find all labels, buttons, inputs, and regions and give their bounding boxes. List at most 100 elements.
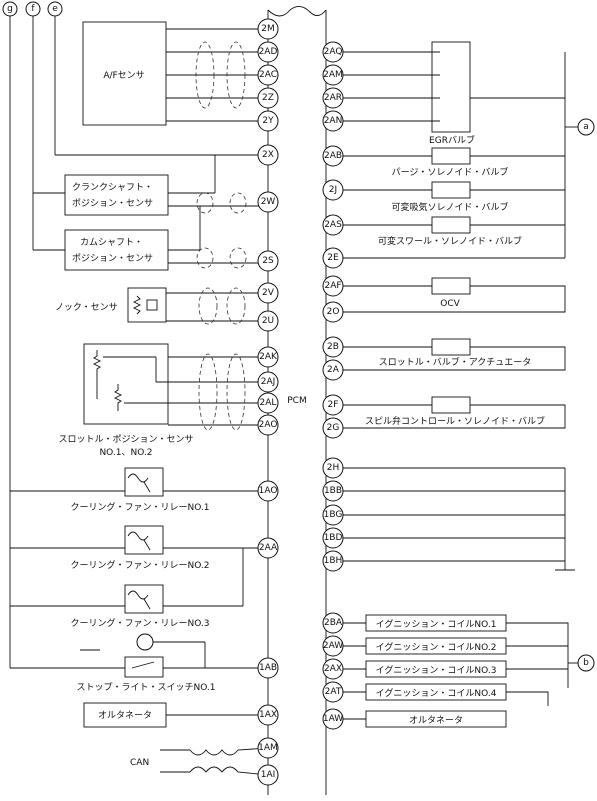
alternator-right-label: オルタネータ [409,715,463,726]
fan-relay-3-label: クーリング・ファン・リレーNO.3 [70,617,209,629]
svg-text:2AN: 2AN [324,116,343,126]
vis-valve-label: 可変吸気ソレノイド・バルブ [391,201,508,213]
svg-text:1AB: 1AB [259,663,277,673]
right-pin-1bh: 1BH [322,550,344,572]
stop-light-switch-label: ストップ・ライト・スイッチNO.1 [76,682,215,693]
svg-text:2BA: 2BA [324,618,343,628]
knock-sensor-wires [166,287,268,325]
svg-text:2W: 2W [261,197,276,207]
svg-text:2A: 2A [327,365,340,375]
svg-text:1AX: 1AX [259,710,277,720]
left-pin-2m: 2M [257,18,279,40]
svg-text:2AA: 2AA [259,543,278,553]
right-pin-1bg: 1BG [322,504,344,526]
purge-valve-box [431,147,471,165]
purge-valve-label: パージ・ソレノイド・バルブ [392,166,509,178]
svg-text:2F: 2F [328,400,339,410]
left-pin-1ax: 1AX [257,704,279,726]
crank-sensor-wires [168,155,268,214]
left-pin-2ao: 2AO [257,414,279,436]
left-pin-1am: 1AM [257,737,279,759]
crank-sensor-line2: ポジション・センサ [72,198,153,209]
svg-text:2AK: 2AK [259,352,278,362]
right-pin-2at: 2AT [322,681,344,703]
right-pin-2am: 2AM [322,64,344,86]
egr-valve-label: EGRバルブ [429,134,475,146]
svg-text:2AS: 2AS [324,220,342,230]
right-pin-2o: 2O [322,301,344,323]
svg-text:2AT: 2AT [325,687,342,697]
ground-bus [326,467,575,571]
right-pin-2aw: 2AW [322,635,344,657]
throttle-wires [326,346,566,371]
tps-line2: NO.1、NO.2 [99,448,152,458]
right-pin-2ax: 2AX [322,658,344,680]
can-label: CAN [130,758,149,768]
svg-text:2AC: 2AC [259,70,277,80]
connector-b: b [577,654,595,672]
right-pin-2ba: 2BA [322,612,344,634]
svg-text:2J: 2J [329,185,337,195]
pcm-label: PCM [287,396,306,406]
fan-relay-2-label: クーリング・ファン・リレーNO.2 [70,559,209,571]
ocv-box [431,277,471,295]
ignition-coil-1-label: イグニッション・コイルNO.1 [376,618,497,630]
right-pin-2h: 2H [322,457,344,479]
svg-text:2B: 2B [327,342,339,352]
svg-text:2Z: 2Z [262,93,274,103]
svg-text:2AB: 2AB [324,151,342,161]
fan-relay-3 [10,584,243,614]
svg-text:2E: 2E [327,253,339,263]
cam-sensor-line2: ポジション・センサ [72,253,153,264]
right-pin-1aw: 1AW [322,708,344,730]
left-pin-1ab: 1AB [257,657,279,679]
svg-text:1AI: 1AI [261,770,276,780]
svg-text:2X: 2X [262,150,274,160]
svg-text:2AD: 2AD [259,47,278,57]
connector-e: e [47,1,63,17]
right-pin-2af: 2AF [322,275,344,297]
svg-text:2AF: 2AF [324,281,341,291]
left-pin-2y: 2Y [257,110,279,132]
svg-text:2Y: 2Y [262,116,274,126]
svg-text:2AM: 2AM [323,70,343,80]
right-pin-2an: 2AN [322,110,344,132]
swirl-valve-label: 可変スワール・ソレノイド・バルブ [378,235,522,247]
af-sensor-wires [166,28,268,122]
svg-text:f: f [31,4,35,14]
svg-text:1BG: 1BG [324,510,343,520]
ocv-label: OCV [440,299,460,309]
af-sensor-label: A/Fセンサ [103,70,144,81]
spill-wires [326,404,566,429]
cam-sensor-box [64,229,169,271]
knock-sensor-label: ノック・センサ [55,302,118,313]
tps-line1: スロットル・ポジション・センサ [58,434,193,445]
left-pin-2ak: 2AK [257,346,279,368]
right-pin-2j: 2J [322,179,344,201]
alternator-left-label: オルタネータ [98,710,152,721]
svg-text:2M: 2M [261,24,275,34]
tps-symbol [92,350,160,411]
svg-text:2H: 2H [327,463,340,473]
svg-text:2AJ: 2AJ [261,377,276,387]
svg-text:2AX: 2AX [324,664,342,674]
fan-relay-1 [10,467,268,497]
ignition-coil-3-label: イグニッション・コイルNO.3 [376,664,497,676]
left-pin-2al: 2AL [257,392,279,414]
svg-text:1BD: 1BD [324,533,343,543]
right-pin-1bb: 1BB [322,480,344,502]
crank-sensor-line1: クランクシャフト・ [72,182,153,193]
left-pin-2ac: 2AC [257,64,279,86]
left-pin-2x: 2X [257,144,279,166]
can-wires [160,747,269,776]
right-pin-2ar: 2AR [322,87,344,109]
svg-text:1BB: 1BB [324,486,342,496]
right-pin-2e: 2E [322,247,344,269]
throttle-actuator-label: スロットル・バルブ・アクチュエータ [379,356,532,368]
left-pin-1ai: 1AI [257,764,279,786]
af-sensor-box [82,21,167,126]
throttle-actuator-box [431,338,471,356]
svg-text:b: b [583,658,589,668]
left-pin-2w: 2W [257,191,279,213]
